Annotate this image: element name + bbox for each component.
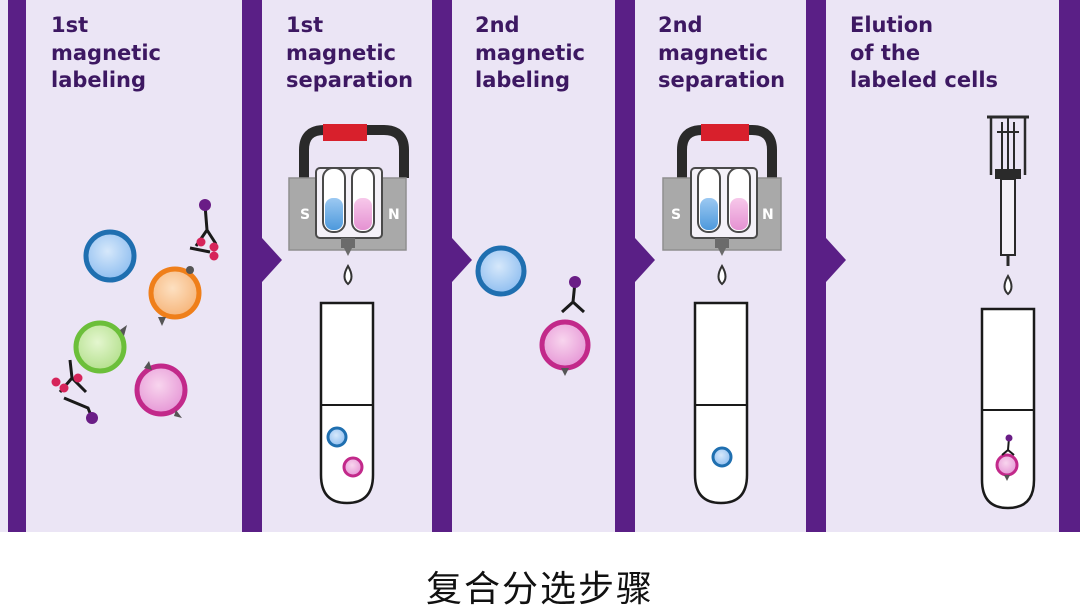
step-3-cells bbox=[475, 245, 591, 376]
magnet-separator-1 bbox=[288, 124, 409, 286]
step-1-cells bbox=[51, 199, 219, 424]
stripe-left bbox=[8, 0, 26, 532]
blue-cell bbox=[326, 426, 348, 448]
stripe-2 bbox=[432, 0, 452, 532]
bead-icon bbox=[1005, 434, 1013, 442]
collection-tube-3 bbox=[980, 307, 1036, 510]
magnet-south-label: S bbox=[300, 207, 310, 223]
arrow-chevron-2 bbox=[452, 238, 472, 282]
stripe-1 bbox=[242, 0, 262, 532]
magnet-separator-2 bbox=[662, 124, 782, 286]
arrow-chevron-1 bbox=[262, 238, 282, 282]
green-cell bbox=[73, 320, 127, 374]
bead-icon bbox=[86, 412, 98, 424]
antibody-icon bbox=[1001, 437, 1015, 456]
blue-cell bbox=[83, 229, 137, 283]
magenta-cell bbox=[134, 361, 188, 418]
magnet-south-label: S bbox=[671, 207, 681, 223]
diagram-caption: 复合分选步骤 bbox=[425, 569, 654, 610]
collection-tube-1 bbox=[319, 301, 375, 505]
arrow-chevron-4 bbox=[826, 238, 846, 282]
bead-icon bbox=[569, 276, 581, 288]
blue-cell bbox=[475, 245, 527, 297]
magnet-north-label: N bbox=[762, 207, 774, 223]
magenta-cell bbox=[539, 319, 591, 371]
magenta-cell bbox=[995, 453, 1019, 477]
blue-cell bbox=[711, 446, 733, 468]
antibody-icon bbox=[560, 281, 586, 314]
stripe-4 bbox=[806, 0, 826, 532]
magenta-cell bbox=[342, 456, 364, 478]
diagram-artwork: S N bbox=[51, 115, 1036, 510]
stripe-right bbox=[1059, 0, 1080, 532]
magnet-north-label: N bbox=[388, 207, 400, 223]
syringe-icon bbox=[987, 115, 1029, 296]
bead-icon bbox=[199, 199, 211, 211]
collection-tube-2 bbox=[693, 301, 749, 505]
stripe-3 bbox=[615, 0, 635, 532]
orange-labeled-cell bbox=[148, 266, 202, 326]
arrow-chevron-3 bbox=[635, 238, 655, 282]
